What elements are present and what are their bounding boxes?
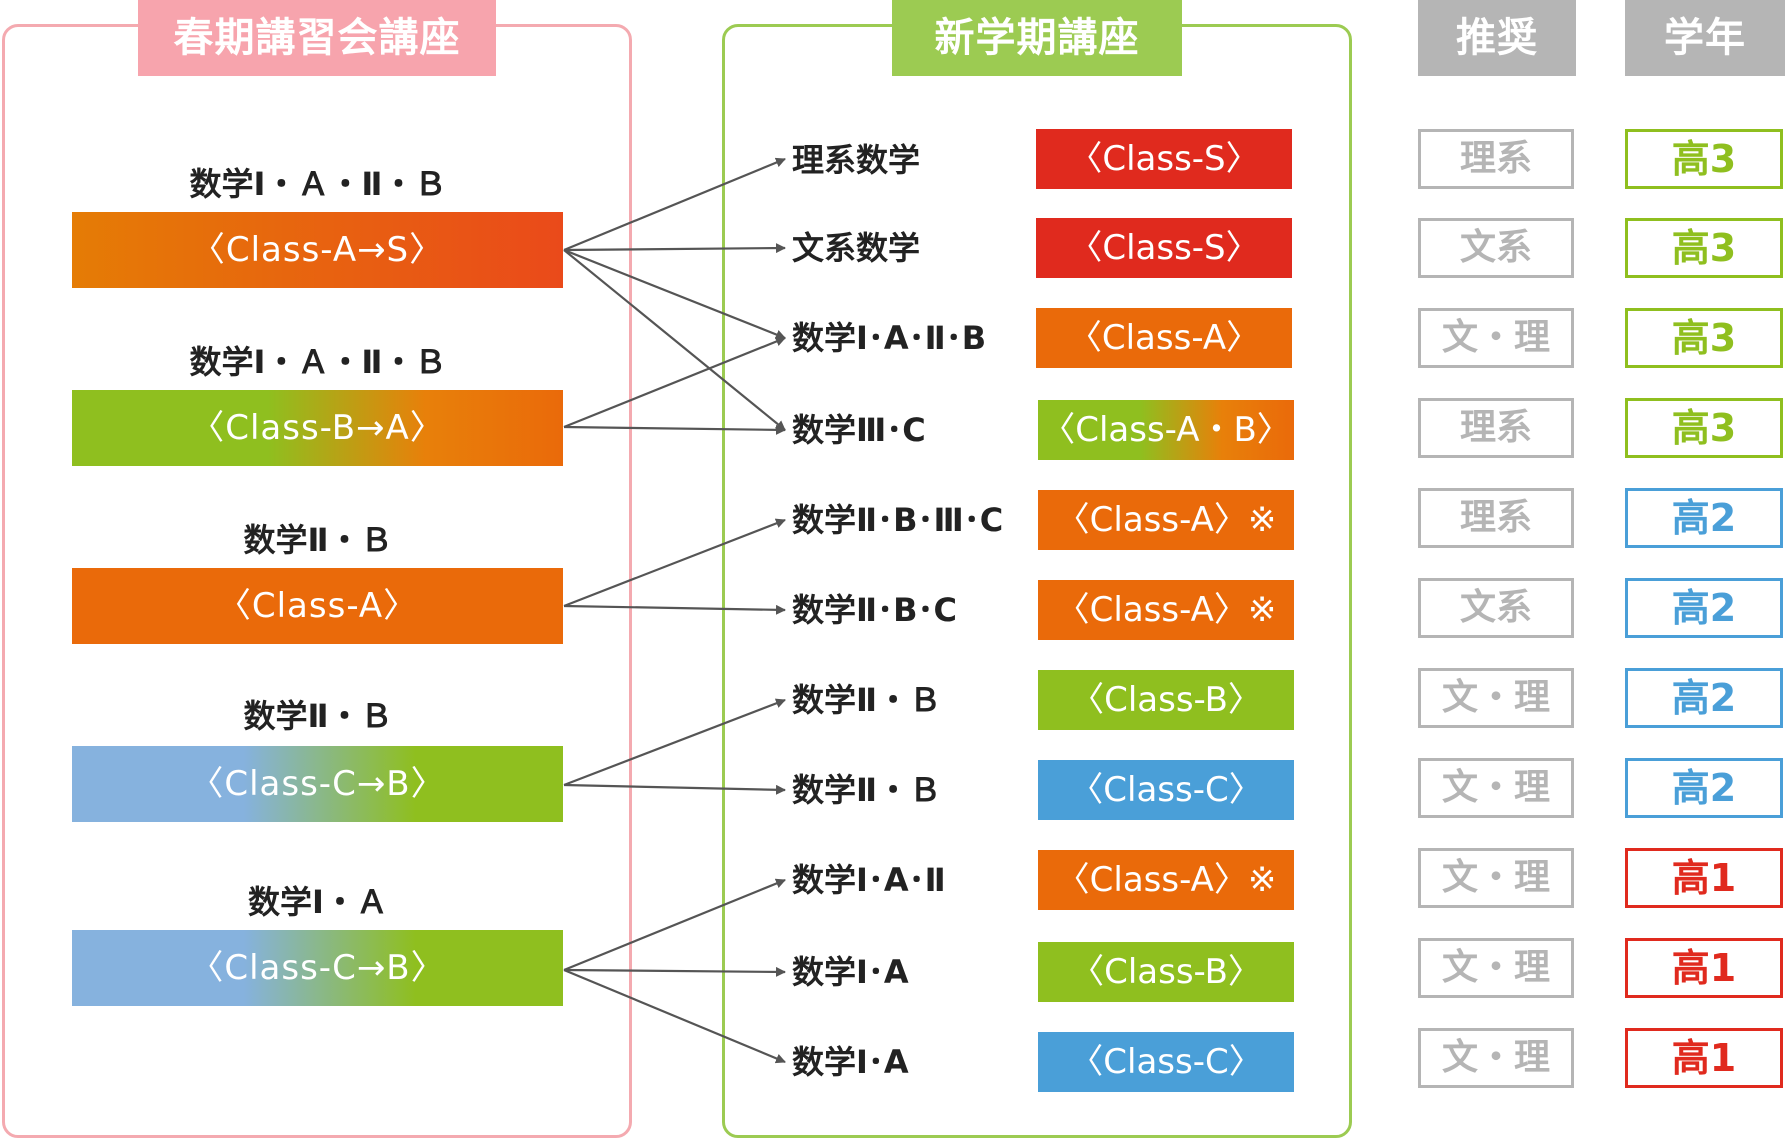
grade-badge: 高2 [1625,758,1783,818]
new-course-class: 〈Class-A〉 [1036,308,1292,368]
recommended-badge: 理系 [1418,398,1574,458]
spring-course-class: 〈Class-A〉 [72,568,563,644]
new-course-subject: 数学Ⅱ・Ｂ [792,771,942,809]
new-course-class: 〈Class-C〉 [1038,760,1294,820]
new-course-subject: 数学Ⅱ･B･C [792,591,957,629]
new-course-class: 〈Class-A〉※ [1038,490,1294,550]
spring-courses-header: 春期講習会講座 [138,0,496,76]
spring-course-class: 〈Class-A→S〉 [72,212,563,288]
recommended-header: 推奨 [1418,0,1576,76]
new-course-class: 〈Class-A〉※ [1038,850,1294,910]
recommended-badge: 文・理 [1418,668,1574,728]
grade-badge: 高3 [1625,308,1783,368]
spring-course-subject: 数学Ⅱ・Ｂ [243,697,393,735]
grade-header: 学年 [1625,0,1785,76]
grade-badge: 高2 [1625,578,1783,638]
new-course-class: 〈Class-C〉 [1038,1032,1294,1092]
spring-course-subject: 数学Ⅰ・Ａ・Ⅱ・Ｂ [189,165,447,203]
new-course-class: 〈Class-S〉 [1036,218,1292,278]
grade-badge: 高3 [1625,218,1783,278]
grade-badge: 高1 [1625,848,1783,908]
new-course-subject: 数学Ⅱ･B･Ⅲ･C [792,501,1004,539]
recommended-badge: 文系 [1418,218,1574,278]
connection-arrow [563,518,786,608]
new-course-class: 〈Class-B〉 [1038,942,1294,1002]
new-course-subject: 数学Ⅰ･A [792,1043,909,1081]
connection-arrow [563,968,786,1064]
new-course-class: 〈Class-A・B〉 [1038,400,1294,460]
connection-arrow [563,424,786,435]
recommended-badge: 理系 [1418,488,1574,548]
connection-arrow [563,878,786,972]
new-course-subject: 数学Ⅰ･A･Ⅱ [792,861,946,899]
recommended-badge: 文系 [1418,578,1574,638]
new-course-subject: 数学Ⅰ･A･Ⅱ･B [792,319,987,357]
recommended-badge: 文・理 [1418,758,1574,818]
connection-arrow [563,248,786,340]
spring-course-subject: 数学Ⅱ・Ｂ [243,521,393,559]
new-course-class: 〈Class-A〉※ [1038,580,1294,640]
connection-arrow [563,783,786,795]
recommended-badge: 文・理 [1418,1028,1574,1088]
new-course-class: 〈Class-B〉 [1038,670,1294,730]
grade-badge: 高3 [1625,398,1783,458]
spring-course-class: 〈Class-C→B〉 [72,746,563,822]
new-course-subject: 数学Ⅲ･C [792,411,926,449]
grade-badge: 高1 [1625,938,1783,998]
spring-course-subject: 数学Ⅰ・Ａ [248,883,388,921]
recommended-badge: 文・理 [1418,938,1574,998]
recommended-badge: 文・理 [1418,308,1574,368]
new-course-class: 〈Class-S〉 [1036,129,1292,189]
new-course-subject: 文系数学 [792,229,921,267]
connection-arrow [563,249,786,431]
grade-badge: 高3 [1625,129,1783,189]
new-term-courses-header: 新学期講座 [892,0,1182,76]
grade-badge: 高2 [1625,668,1783,728]
grade-badge: 高1 [1625,1028,1783,1088]
connection-arrow [563,336,786,429]
new-course-subject: 数学Ⅰ･A [792,953,909,991]
connection-arrow [563,604,786,615]
recommended-badge: 文・理 [1418,848,1574,908]
spring-course-subject: 数学Ⅰ・Ａ・Ⅱ・Ｂ [189,343,447,381]
recommended-badge: 理系 [1418,129,1574,189]
spring-course-class: 〈Class-C→B〉 [72,930,563,1006]
connection-arrow [563,243,786,254]
new-course-subject: 理系数学 [792,141,921,179]
spring-course-class: 〈Class-B→A〉 [72,390,563,466]
new-course-subject: 数学Ⅱ・Ｂ [792,681,942,719]
grade-badge: 高2 [1625,488,1783,548]
connection-arrow [563,698,786,787]
connection-arrow [563,157,786,252]
connection-arrow [563,966,786,977]
